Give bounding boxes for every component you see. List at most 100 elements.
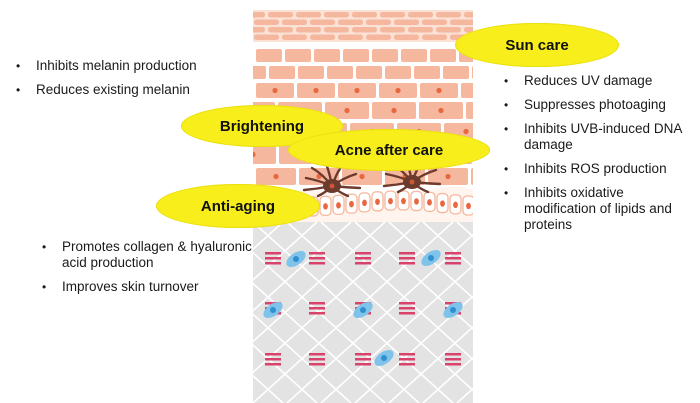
cell-nucleus xyxy=(466,202,471,210)
corneum-flake xyxy=(352,27,377,33)
epidermal-cell xyxy=(466,102,473,119)
corneum-flake xyxy=(394,19,419,25)
collagen-fiber xyxy=(253,221,318,281)
collagen-fiber xyxy=(559,222,700,403)
collagen-fiber xyxy=(253,313,352,403)
corneum-flake xyxy=(408,12,433,18)
corneum-flake xyxy=(254,34,279,40)
corneum-flake xyxy=(436,12,461,18)
corneum-flake xyxy=(268,27,293,33)
collagen-fiber xyxy=(661,222,700,403)
collagen-fiber xyxy=(559,222,700,403)
collagen-fiber xyxy=(388,325,473,403)
epidermal-cell xyxy=(285,49,311,62)
corneum-flake xyxy=(408,27,433,33)
corneum-flake xyxy=(324,27,349,33)
corneum-flake xyxy=(310,19,335,25)
collagen-marker xyxy=(309,252,325,255)
corneum-flake xyxy=(254,19,279,25)
fibroblast-nucleus xyxy=(381,355,387,361)
epidermal-cell xyxy=(472,66,473,79)
corneum-flake xyxy=(352,12,377,18)
epidermal-cell xyxy=(401,49,427,62)
corneum-flake xyxy=(394,34,419,40)
collagen-marker xyxy=(445,262,461,265)
collagen-marker xyxy=(265,257,281,260)
collagen-marker xyxy=(355,358,371,361)
corneum-flake xyxy=(422,34,447,40)
collagen-fiber xyxy=(695,222,700,403)
cell-nucleus xyxy=(427,199,432,206)
fibroblast-nucleus xyxy=(293,256,299,262)
collagen-marker xyxy=(309,358,325,361)
collagen-fiber xyxy=(593,222,700,403)
corneum-flake xyxy=(380,27,405,33)
collagen-marker xyxy=(309,302,325,305)
collagen-marker xyxy=(399,262,415,265)
cell-nucleus xyxy=(445,173,451,180)
epidermal-cell xyxy=(471,168,473,185)
collagen-fiber xyxy=(320,264,473,403)
collagen-marker xyxy=(399,312,415,315)
corneum-flake xyxy=(282,19,307,25)
epidermal-cell xyxy=(253,66,266,79)
epidermal-cell xyxy=(414,66,440,79)
acne-after-care-label: Acne after care xyxy=(288,129,490,171)
cell-nucleus xyxy=(231,88,236,93)
corneum-flake xyxy=(268,12,293,18)
epidermal-cell xyxy=(314,49,340,62)
collagen-marker xyxy=(265,358,281,361)
list-item: Inhibits oxidative modification of lipid… xyxy=(500,185,695,233)
collagen-fiber xyxy=(525,222,700,403)
epidermal-cell xyxy=(343,49,369,62)
collagen-marker xyxy=(355,257,371,260)
collagen-fiber xyxy=(253,221,454,403)
collagen-marker xyxy=(445,257,461,260)
cell-nucleus xyxy=(391,107,397,114)
sun-care-effects-list: Reduces UV damage Suppresses photoaging … xyxy=(500,73,695,241)
sun-care-label: Sun care xyxy=(455,23,619,67)
corneum-flake xyxy=(338,34,363,40)
epidermal-cell xyxy=(443,66,469,79)
collagen-marker xyxy=(309,353,325,356)
collagen-marker xyxy=(445,358,461,361)
epidermal-cell xyxy=(385,66,411,79)
list-item: Inhibits ROS production xyxy=(500,161,695,177)
corneum-flake xyxy=(436,27,461,33)
epidermal-cell xyxy=(269,66,295,79)
cell-nucleus xyxy=(349,200,354,208)
melanocyte xyxy=(302,162,362,198)
epidermal-cell xyxy=(256,49,282,62)
corneum-flake xyxy=(310,34,335,40)
cell-nucleus xyxy=(453,201,458,209)
cell-nucleus xyxy=(440,200,445,207)
collagen-marker xyxy=(399,307,415,310)
collagen-fiber xyxy=(491,222,691,403)
anti-aging-effects-list: Promotes collagen & hyaluronic acid prod… xyxy=(38,239,253,303)
cell-nucleus xyxy=(463,128,469,135)
collagen-marker xyxy=(355,262,371,265)
list-item: Reduces existing melanin xyxy=(12,82,197,98)
collagen-marker xyxy=(309,257,325,260)
melanocyte xyxy=(382,158,442,194)
epidermal-cell xyxy=(253,145,276,164)
cell-nucleus xyxy=(354,87,360,94)
list-item: Suppresses photoaging xyxy=(500,97,695,113)
cell-nucleus xyxy=(272,87,278,94)
corneum-flake xyxy=(338,19,363,25)
collagen-fiber xyxy=(456,221,473,238)
collagen-marker xyxy=(265,262,281,265)
corneum-flake xyxy=(366,34,391,40)
cell-nucleus xyxy=(253,151,256,158)
cell-nucleus xyxy=(477,88,482,93)
epidermal-cell xyxy=(215,83,253,98)
collagen-fiber xyxy=(661,222,700,403)
cell-nucleus xyxy=(336,202,341,209)
anti-aging-label: Anti-aging xyxy=(156,184,320,228)
collagen-marker xyxy=(399,302,415,305)
fibroblast-nucleus xyxy=(270,307,276,313)
collagen-fiber xyxy=(627,222,700,403)
collagen-marker xyxy=(399,363,415,366)
collagen-marker xyxy=(265,252,281,255)
collagen-marker xyxy=(399,353,415,356)
